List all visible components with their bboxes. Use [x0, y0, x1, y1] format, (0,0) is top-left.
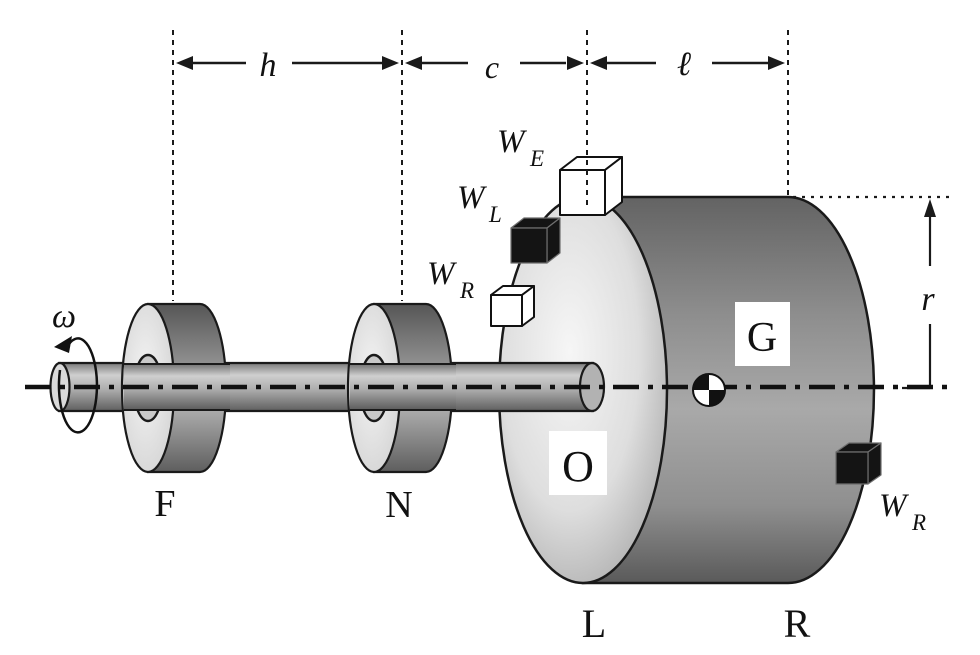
rotation-omega: ω [52, 298, 99, 434]
disk-N [346, 302, 456, 474]
label-box-G: G [735, 302, 790, 366]
dimension-h-label: h [260, 47, 277, 84]
rotation-arrowhead-icon [54, 336, 72, 353]
arrowhead-right-icon [567, 56, 584, 70]
svg-text:W: W [427, 256, 457, 292]
svg-text:W: W [457, 180, 487, 216]
weight-WR-right-label: W R [879, 488, 926, 535]
weight-WR-face-label: W R [427, 256, 474, 303]
mass-center-icon [692, 373, 726, 407]
svg-text:R: R [459, 278, 474, 303]
weight-WR-right-cube [835, 442, 882, 485]
weight-WL-label: W L [457, 180, 502, 227]
weight-WR-face-cube [490, 285, 535, 327]
plane-reference-lines [172, 30, 789, 301]
bearing-F-label: F [154, 483, 175, 525]
arrowhead-up-icon [924, 199, 936, 217]
svg-text:W: W [879, 488, 909, 524]
origin-O-label: O [562, 442, 594, 491]
dimension-ell-label: ℓ [677, 46, 691, 83]
dimension-c-label: c [485, 49, 499, 85]
svg-text:E: E [529, 146, 544, 171]
label-box-O: O [549, 431, 607, 495]
arrowhead-left-icon [590, 56, 607, 70]
dimension-h [176, 56, 399, 70]
svg-text:W: W [497, 124, 527, 160]
arrowhead-left-icon [405, 56, 422, 70]
dimension-c [405, 56, 584, 70]
plane-L-label: L [582, 601, 606, 646]
arrowhead-left-icon [176, 56, 193, 70]
rotation-arrow-arc [57, 337, 99, 434]
svg-text:L: L [488, 202, 502, 227]
dimension-ell [590, 56, 785, 70]
weight-WE-cube [559, 156, 623, 216]
weight-WE-label: W E [497, 124, 544, 171]
plane-R-label: R [784, 601, 811, 646]
svg-text:R: R [911, 510, 926, 535]
arrowhead-right-icon [768, 56, 785, 70]
dimension-r-label: r [921, 281, 935, 318]
bearing-N-label: N [385, 484, 412, 526]
mass-center-G-label: G [747, 315, 777, 361]
weight-WL-cube [510, 217, 561, 264]
arrowhead-right-icon [382, 56, 399, 70]
omega-label: ω [52, 298, 76, 335]
